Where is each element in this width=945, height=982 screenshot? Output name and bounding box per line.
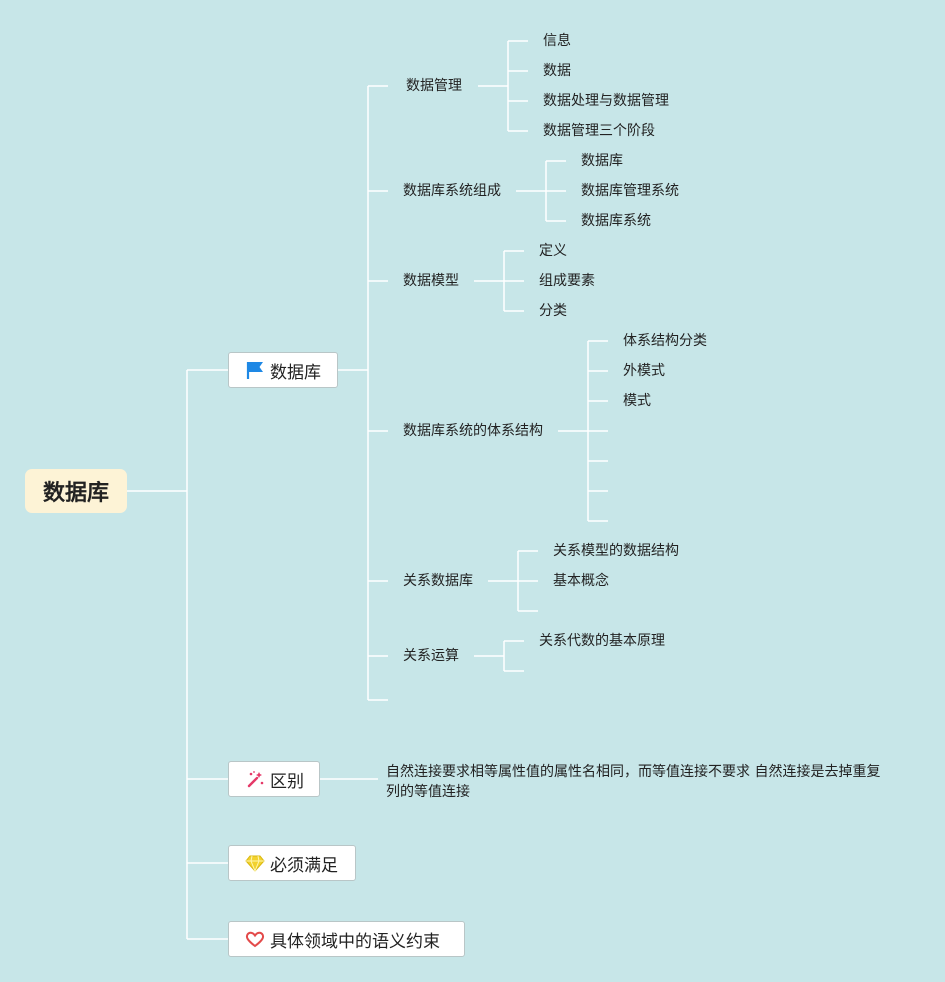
- topic-relational-db[interactable]: 关系数据库: [403, 573, 473, 589]
- connector-l2-2: [516, 160, 566, 222]
- topic-relational-operations[interactable]: 关系运算: [403, 648, 459, 664]
- connector-l2-3: [474, 250, 524, 312]
- subtopic[interactable]: 信息: [543, 33, 571, 49]
- branch-database[interactable]: 数据库: [228, 352, 338, 388]
- subtopic[interactable]: 数据库管理系统: [581, 183, 679, 199]
- subtopic[interactable]: 数据: [543, 63, 571, 79]
- branch-difference[interactable]: 区别: [228, 761, 320, 797]
- diamond-icon: [245, 853, 265, 873]
- subtopic[interactable]: 数据处理与数据管理: [543, 93, 669, 109]
- branch-label: 具体领域中的语义约束: [270, 931, 440, 952]
- blue-flag-icon: [245, 360, 265, 380]
- topic-data-management[interactable]: 数据管理: [406, 78, 462, 94]
- connector-l2-1: [478, 40, 528, 132]
- branch-label: 数据库: [270, 362, 321, 383]
- subtopic[interactable]: 数据库: [581, 153, 623, 169]
- heart-icon: [245, 929, 265, 949]
- connector-branch-1: [338, 85, 388, 701]
- difference-note: 自然连接要求相等属性值的属性名相同，而等值连接不要求 自然连接是去掉重复列的等值…: [386, 764, 881, 800]
- subtopic[interactable]: 关系代数的基本原理: [539, 633, 665, 649]
- subtopic[interactable]: 外模式: [623, 363, 665, 379]
- branch-label: 区别: [270, 771, 304, 792]
- topic-db-architecture[interactable]: 数据库系统的体系结构: [403, 423, 543, 439]
- magic-wand-icon: [245, 769, 265, 789]
- subtopic[interactable]: 分类: [539, 303, 567, 319]
- subtopic[interactable]: 关系模型的数据结构: [553, 543, 679, 559]
- subtopic[interactable]: 基本概念: [553, 573, 609, 589]
- subtopic[interactable]: 数据管理三个阶段: [543, 123, 655, 139]
- subtopic[interactable]: 定义: [539, 243, 567, 259]
- subtopic[interactable]: 组成要素: [539, 273, 595, 289]
- branch-semantic-constraint[interactable]: 具体领域中的语义约束: [228, 921, 465, 957]
- topic-db-system-composition[interactable]: 数据库系统组成: [403, 183, 501, 199]
- subtopic[interactable]: 模式: [623, 393, 651, 409]
- topic-data-model[interactable]: 数据模型: [403, 273, 459, 289]
- branch-must-satisfy[interactable]: 必须满足: [228, 845, 356, 881]
- subtopic[interactable]: 体系结构分类: [623, 333, 707, 349]
- connector-l2-4: [558, 340, 608, 522]
- connector-l2-5: [488, 550, 538, 612]
- connector-root: [127, 369, 228, 940]
- root-node[interactable]: 数据库: [25, 469, 127, 513]
- subtopic[interactable]: 数据库系统: [581, 213, 651, 229]
- connector-l2-6: [474, 640, 524, 672]
- branch-label: 必须满足: [270, 855, 338, 876]
